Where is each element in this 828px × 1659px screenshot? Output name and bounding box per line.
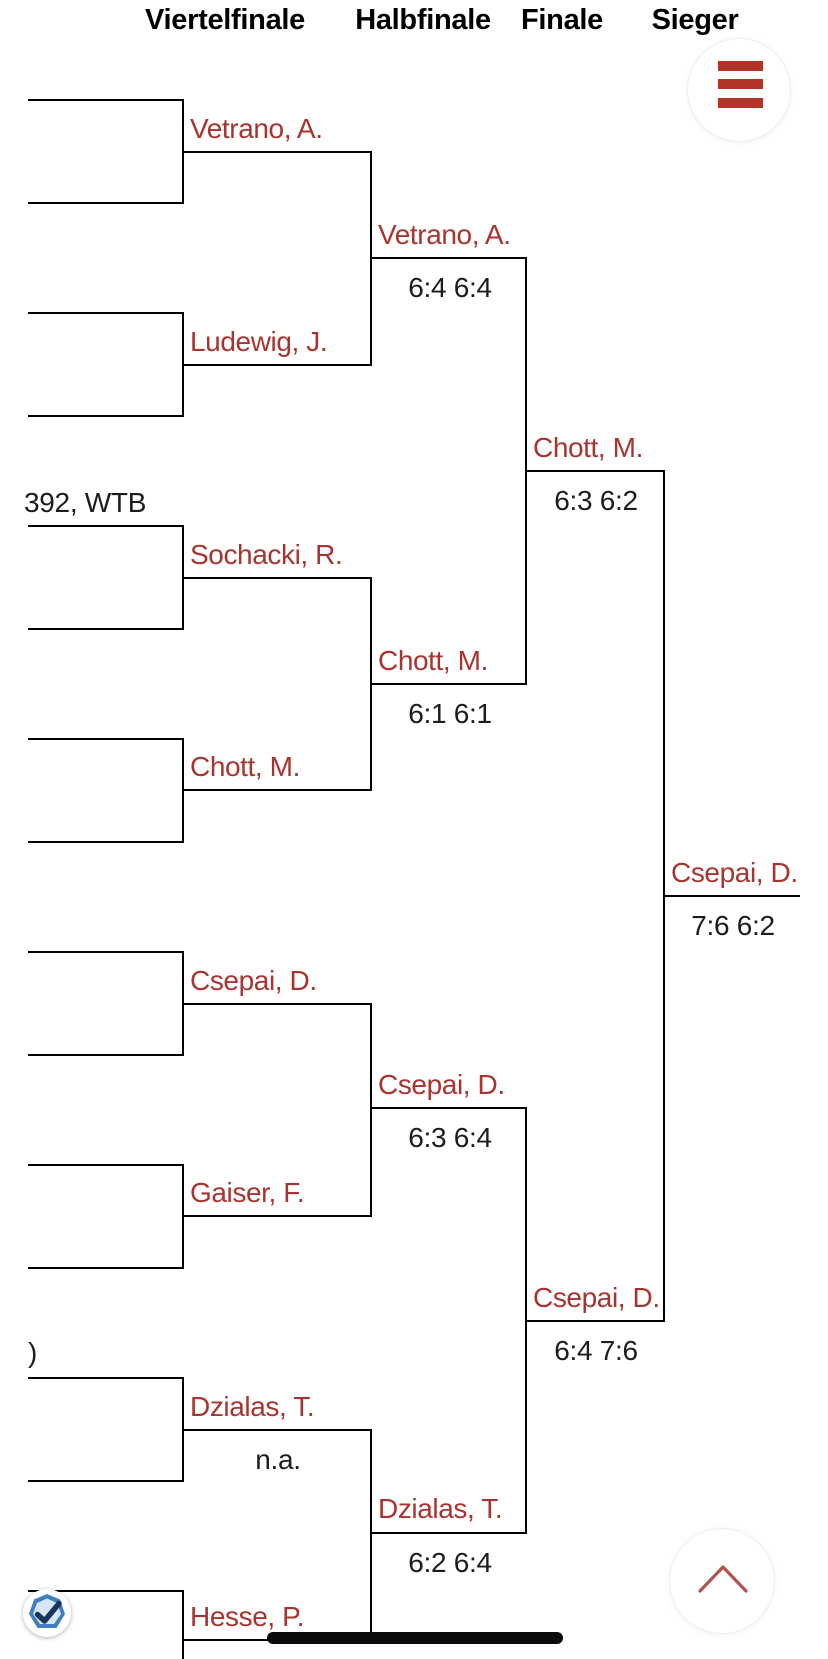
bracket-line [525, 1107, 527, 1534]
player-name-viertelfinale: Vetrano, A. [190, 113, 323, 144]
player-name-halbfinale: Dzialas, T. [378, 1493, 503, 1524]
player-name-viertelfinale: Gaiser, F. [190, 1177, 305, 1208]
browser-badge-button[interactable] [23, 1589, 71, 1637]
bracket-line [182, 1377, 184, 1482]
horizontal-scrollbar-thumb[interactable] [267, 1632, 563, 1644]
bracket-line [372, 683, 527, 685]
bracket-line [372, 1107, 527, 1109]
bracket-line [370, 1003, 372, 1217]
column-header-halbfinale: Halbfinale [355, 4, 491, 36]
player-name-viertelfinale: Csepai, D. [190, 965, 317, 996]
bracket-line [184, 577, 372, 579]
bracket-line [28, 1590, 184, 1592]
bracket-line [372, 1532, 527, 1534]
bracket-line [184, 151, 372, 153]
match-score: 6:4 6:4 [408, 272, 492, 303]
bracket-line [182, 312, 184, 417]
match-score: 6:2 6:4 [408, 1547, 492, 1578]
match-score: 6:4 7:6 [554, 1335, 638, 1366]
match-score-walkover: n.a. [255, 1444, 301, 1475]
bracket-line [28, 628, 184, 630]
club-text-fragment: ) [28, 1337, 38, 1368]
bracket-line [28, 1377, 184, 1379]
match-score: 6:1 6:1 [408, 698, 492, 729]
chevron-up-icon [698, 1565, 748, 1593]
bracket-line [184, 789, 372, 791]
bracket-line [28, 415, 184, 417]
scroll-to-top-button[interactable] [669, 1528, 775, 1634]
bracket-line [370, 577, 372, 791]
player-name-viertelfinale: Chott, M. [190, 751, 300, 782]
player-name-halbfinale: Chott, M. [378, 645, 488, 676]
bracket-line [28, 1054, 184, 1056]
column-header-finale: Finale [521, 4, 603, 36]
player-name-viertelfinale: Sochacki, R. [190, 539, 343, 570]
bracket-line [28, 1164, 184, 1166]
bracket-line [184, 364, 372, 366]
player-name-finale: Chott, M. [533, 432, 643, 463]
bracket-line [184, 1429, 372, 1431]
bracket-line [28, 951, 184, 953]
bracket-line [28, 312, 184, 314]
column-header-viertelfinale: Viertelfinale [145, 4, 305, 36]
bracket-line [28, 99, 184, 101]
bracket-line [28, 1480, 184, 1482]
match-score: 6:3 6:2 [554, 485, 638, 516]
bracket-line [663, 470, 665, 1322]
bracket-line [182, 738, 184, 843]
bracket-line [527, 1320, 665, 1322]
match-score: 6:3 6:4 [408, 1122, 492, 1153]
bracket-line [182, 1590, 184, 1659]
player-name-viertelfinale: Hesse, P. [190, 1601, 305, 1632]
match-score: 7:6 6:2 [691, 910, 775, 941]
bracket-line [525, 257, 527, 685]
bracket-line [28, 1267, 184, 1269]
bracket-line [372, 257, 527, 259]
column-header-sieger: Sieger [651, 4, 739, 36]
bracket-line [182, 525, 184, 630]
bracket-line [184, 1003, 372, 1005]
bracket-line [28, 525, 184, 527]
bracket-line [182, 1164, 184, 1269]
player-name-sieger: Csepai, D. [671, 857, 798, 888]
bracket-line [28, 202, 184, 204]
player-name-viertelfinale: Dzialas, T. [190, 1391, 315, 1422]
club-text-fragment: 392, WTB [24, 487, 147, 518]
player-name-halbfinale: Vetrano, A. [378, 219, 511, 250]
bracket-line [527, 470, 665, 472]
bracket-line [665, 895, 800, 897]
player-name-viertelfinale: Ludewig, J. [190, 326, 328, 357]
bracket-line [182, 99, 184, 204]
player-name-finale: Csepai, D. [533, 1282, 660, 1313]
bracket-line [28, 738, 184, 740]
verified-check-badge-icon [29, 1594, 65, 1628]
player-name-halbfinale: Csepai, D. [378, 1069, 505, 1100]
bracket-line [28, 841, 184, 843]
bracket-line [182, 951, 184, 1056]
bracket-line [184, 1215, 372, 1217]
menu-button[interactable] [687, 38, 791, 142]
bracket-line [370, 151, 372, 366]
bracket-line [370, 1429, 372, 1641]
